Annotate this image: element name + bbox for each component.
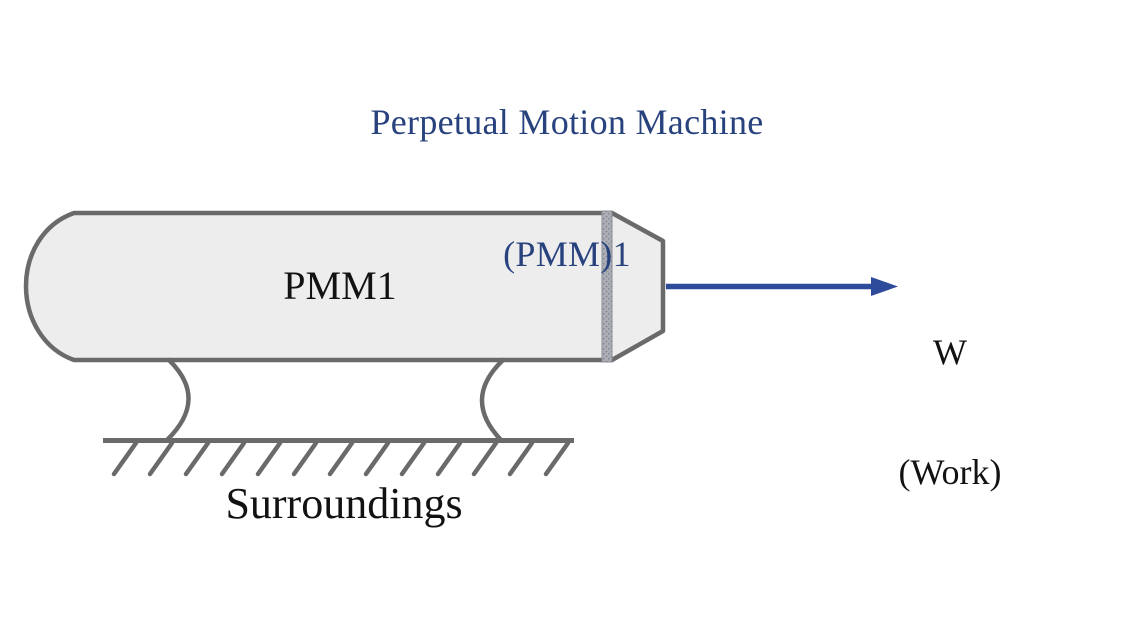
hatch-mark bbox=[543, 440, 571, 477]
hatch-mark bbox=[363, 440, 391, 477]
hatch-mark bbox=[291, 440, 319, 477]
hatch-mark bbox=[435, 440, 463, 477]
hatch-mark bbox=[327, 440, 355, 477]
surroundings-label: Surroundings bbox=[225, 479, 463, 528]
diagram-title: Perpetual Motion Machine (PMM)1 bbox=[0, 12, 1134, 364]
support-right bbox=[479, 357, 506, 443]
work-symbol: W bbox=[933, 332, 967, 372]
machine-label: PMM1 bbox=[283, 263, 397, 308]
work-arrow-head bbox=[871, 277, 898, 296]
hatch-mark bbox=[507, 440, 535, 477]
ground-hatching bbox=[111, 440, 571, 477]
hatch-mark bbox=[399, 440, 427, 477]
machine-body-shape bbox=[23, 210, 666, 363]
work-caption: (Work) bbox=[898, 452, 1002, 492]
support-left bbox=[164, 357, 191, 443]
hatch-mark bbox=[471, 440, 499, 477]
hatch-mark bbox=[255, 440, 283, 477]
machine-divider-bar bbox=[601, 210, 613, 363]
hatch-mark bbox=[147, 440, 175, 477]
work-arrow-label: W (Work) bbox=[870, 252, 1030, 572]
hatch-mark bbox=[219, 440, 247, 477]
diagram-title-line1: Perpetual Motion Machine bbox=[370, 102, 764, 142]
hatch-mark bbox=[111, 440, 139, 477]
work-arrow bbox=[666, 277, 898, 296]
hatch-mark bbox=[183, 440, 211, 477]
diagram-title-line2: (PMM)1 bbox=[503, 234, 631, 274]
